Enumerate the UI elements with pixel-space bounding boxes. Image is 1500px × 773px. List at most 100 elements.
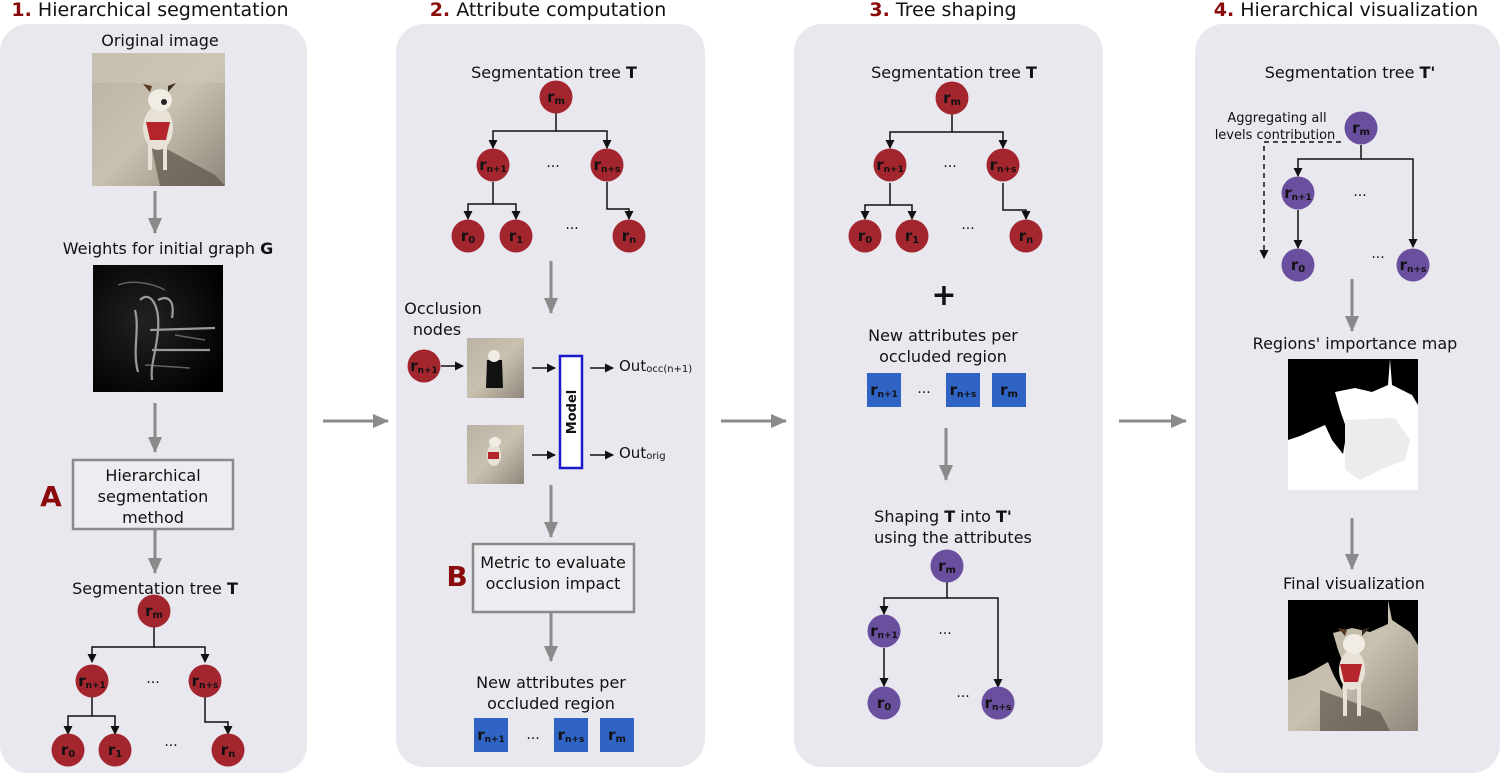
p1-ellipsis-2: ...: [164, 734, 177, 750]
p2-tree-label: Segmentation tree T: [471, 63, 637, 82]
occluded-image: [467, 338, 524, 398]
occlusion-label-2: nodes: [413, 320, 461, 339]
svg-text:rn+1: rn+1: [870, 381, 898, 400]
p3-ellipsis-3: ...: [917, 381, 930, 397]
tree-node-r-n+s: rn+s: [590, 148, 624, 182]
tree-node-r-0: r0: [1281, 248, 1315, 282]
svg-text:r1: r1: [108, 741, 122, 760]
tree-node-r-m: rm: [935, 81, 969, 115]
tree-node-r-n+1: rn+1: [75, 664, 109, 698]
p2-ellipsis-3: ...: [526, 727, 539, 743]
final-visualization-label: Final visualization: [1283, 574, 1425, 593]
attribute-square-r-n+s: rn+s: [946, 373, 980, 407]
aggregating-label-2: levels contribution: [1215, 128, 1336, 143]
p3-tree-edges: [860, 113, 1031, 220]
svg-text:Hierarchical: Hierarchical: [105, 466, 200, 485]
svg-text:rm: rm: [145, 602, 163, 621]
segmentation-method-box: Hierarchical segmentation method: [71, 458, 235, 531]
svg-text:segmentation: segmentation: [98, 487, 209, 506]
weights-image: [93, 265, 223, 392]
svg-text:occlusion impact: occlusion impact: [486, 574, 621, 593]
marker-a: A: [40, 480, 62, 513]
tree-node-r-n+s: rn+s: [188, 664, 222, 698]
svg-text:r0: r0: [461, 227, 475, 246]
svg-text:r0: r0: [858, 227, 872, 246]
svg-text:Model: Model: [565, 390, 580, 434]
tree-node-r-1: r1: [499, 219, 533, 253]
attribute-square-r-n+1: rn+1: [867, 373, 901, 407]
original-image-label: Original image: [101, 31, 219, 50]
tree-node-r-n: rn: [612, 219, 646, 253]
step-2-title: 2. Attribute computation: [430, 0, 667, 21]
aggregating-dashed-arrow: [1259, 141, 1341, 259]
attribute-square-r-n+s: rn+s: [554, 718, 588, 752]
p3-ellipsis-5: ...: [956, 685, 969, 701]
out-orig-label: Outorig: [619, 444, 666, 462]
svg-text:rn+s: rn+s: [985, 694, 1012, 713]
p3-tree-label: Segmentation tree T: [871, 63, 1037, 82]
shaping-label-1: Shaping T into T': [874, 507, 1012, 526]
svg-text:rn+s: rn+s: [192, 672, 219, 691]
tree-node-r-m: rm: [930, 549, 964, 583]
svg-text:Metric to evaluate: Metric to evaluate: [480, 553, 626, 572]
svg-text:rm: rm: [1000, 381, 1018, 400]
p1-ellipsis-1: ...: [146, 671, 159, 687]
p1-tree-edges: [63, 626, 233, 735]
svg-text:rn+1: rn+1: [870, 622, 898, 641]
svg-text:rn+s: rn+s: [594, 156, 621, 175]
p2-new-attr-1: New attributes per: [476, 673, 626, 692]
tree-node-r-n: rn: [1009, 219, 1043, 253]
tree-node-r-n+s: rn+s: [1396, 248, 1430, 282]
metric-box: Metric to evaluate occlusion impact: [471, 542, 636, 614]
tree-node-r-n: rn: [211, 733, 245, 767]
aggregating-label-1: Aggregating all: [1227, 111, 1326, 126]
svg-text:rn+s: rn+s: [558, 726, 585, 745]
tree-node-r-0: r0: [451, 219, 485, 253]
tree-node-r-n+1: rn+1: [476, 148, 510, 182]
svg-text:r1: r1: [905, 227, 919, 246]
shaping-label-2: using the attributes: [874, 528, 1032, 547]
p2-new-attr-2: occluded region: [487, 694, 615, 713]
svg-text:rn+1: rn+1: [479, 156, 507, 175]
tree-node-r-0: r0: [848, 219, 882, 253]
importance-map: [1288, 359, 1418, 490]
svg-text:rm: rm: [547, 88, 565, 107]
p2-tree-edges: [463, 112, 634, 220]
svg-text:r0: r0: [61, 741, 75, 760]
attribute-square-r-m: rm: [600, 718, 634, 752]
svg-text:rn: rn: [221, 741, 236, 760]
step-3-title: 3. Tree shaping: [869, 0, 1016, 21]
p4-ellipsis-1: ...: [1353, 184, 1366, 200]
importance-map-label: Regions' importance map: [1253, 334, 1458, 353]
svg-text:rm: rm: [1352, 119, 1370, 138]
panel-1: [0, 24, 307, 773]
p3-ellipsis-4: ...: [938, 622, 951, 638]
svg-text:rm: rm: [608, 726, 626, 745]
tree-node-r-n+1: rn+1: [873, 148, 907, 182]
p3-new-attr-1: New attributes per: [868, 326, 1018, 345]
svg-text:rn: rn: [1019, 227, 1034, 246]
attribute-square-r-m: rm: [992, 373, 1026, 407]
original-image: [92, 53, 225, 186]
svg-text:rn+1: rn+1: [78, 672, 106, 691]
svg-text:rn+s: rn+s: [950, 381, 977, 400]
svg-text:method: method: [122, 508, 184, 527]
step-1-title: 1. Hierarchical segmentation: [11, 0, 288, 21]
svg-text:rn: rn: [622, 227, 637, 246]
marker-b: B: [446, 560, 467, 593]
out-occ-label: Outocc(n+1): [619, 357, 692, 375]
tree-node-r-n+1: rn+1: [407, 349, 441, 383]
svg-text:rn+1: rn+1: [1284, 184, 1312, 203]
p4-tree-edges: [1293, 145, 1418, 249]
svg-text:rn+s: rn+s: [1400, 256, 1427, 275]
step-4-title: 4. Hierarchical visualization: [1214, 0, 1478, 21]
tree-node-r-n+1: rn+1: [1281, 176, 1315, 210]
p1-tree-label: Segmentation tree T: [72, 579, 238, 598]
occlusion-label-1: Occlusion: [404, 299, 481, 318]
p4-tree-label: Segmentation tree T': [1265, 63, 1436, 82]
tree-node-r-1: r1: [98, 733, 132, 767]
svg-text:rn+1: rn+1: [477, 726, 505, 745]
tree-node-r-0: r0: [867, 686, 901, 720]
svg-text:r1: r1: [509, 227, 523, 246]
